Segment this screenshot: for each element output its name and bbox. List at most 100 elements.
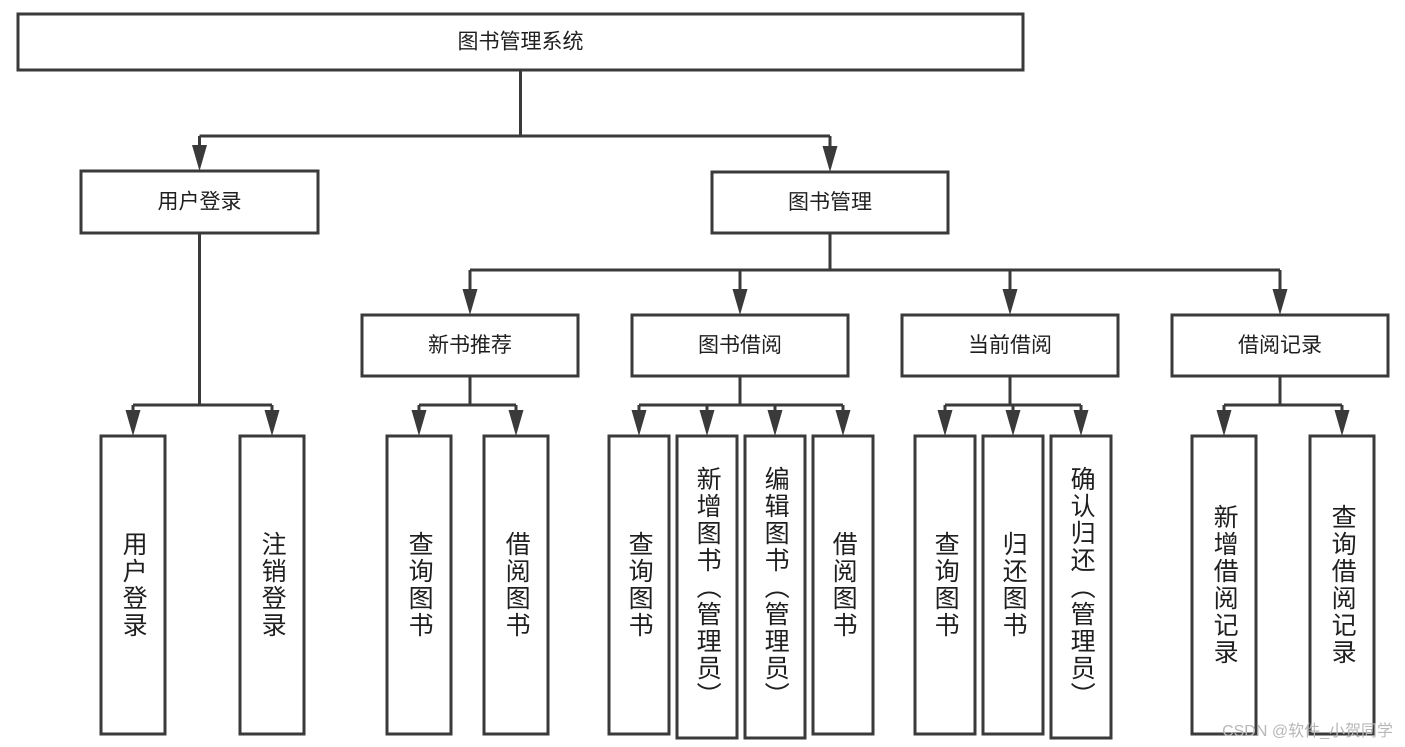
node-box[interactable] [1190,434,1258,736]
arrow-head-icon [732,289,748,315]
node-label: 查询图书 [625,531,654,639]
node-label-wrapper: 查询图书 [405,531,434,639]
arrow-head-icon [1334,410,1350,436]
node-box[interactable] [482,434,550,736]
node-box[interactable] [16,12,1025,72]
node-root[interactable]: 图书管理系统 [16,12,1025,72]
connector-layer [125,70,1350,436]
node-l-bw-query[interactable]: 查询图书 [607,434,671,736]
arrow-head-icon [508,410,524,436]
node-l-bw-borrow[interactable]: 借阅图书 [811,434,875,736]
node-l-cb-confirm[interactable]: 确认归还（管理员） [1049,434,1113,740]
arrow-head-icon [192,145,207,171]
node-box[interactable] [981,434,1045,736]
node-label-wrapper: 查询图书 [931,531,960,639]
connector-group-root [192,70,838,172]
node-box[interactable] [385,434,453,736]
connector-group-n-record [1216,376,1350,436]
connector-group-n-borrow [631,376,851,436]
node-label: 新增借阅记录 [1210,504,1239,666]
node-label-wrapper: 用户登录 [119,531,148,639]
node-label: 查询图书 [405,531,434,639]
arrow-head-icon [631,410,647,436]
node-l-bw-add[interactable]: 新增图书（管理员） [675,434,739,740]
node-label: 确认归还（管理员） [1067,465,1096,709]
node-l-cb-return[interactable]: 归还图书 [981,434,1045,736]
node-box[interactable] [913,434,977,736]
arrow-head-icon [462,289,478,315]
node-n-login[interactable]: 用户登录 [79,169,320,235]
node-n-borrow[interactable]: 图书借阅 [630,313,850,378]
node-l-logout[interactable]: 注销登录 [238,434,306,736]
arrow-head-icon [699,410,715,436]
node-label: 图书管理 [788,191,872,214]
arrow-head-icon [1002,289,1018,315]
node-label-wrapper: 查询图书 [625,531,654,639]
node-box[interactable] [675,434,739,740]
node-n-current[interactable]: 当前借阅 [900,313,1120,378]
node-label: 借阅图书 [502,531,531,639]
arrow-head-icon [1216,410,1232,436]
node-label: 借阅图书 [829,531,858,639]
arrow-head-icon [125,410,141,436]
node-l-rc-add[interactable]: 新增借阅记录 [1190,434,1258,736]
node-label-wrapper: 归还图书 [999,531,1028,639]
arrow-head-icon [822,146,838,172]
connector-group-n-newbook [411,376,524,436]
node-box[interactable] [710,170,950,235]
node-l-userlogin[interactable]: 用户登录 [99,434,167,736]
node-label-wrapper: 借阅图书 [502,531,531,639]
node-label: 查询图书 [931,531,960,639]
node-box[interactable] [238,434,306,736]
node-label-wrapper: 借阅图书 [829,531,858,639]
node-box[interactable] [79,169,320,235]
node-box[interactable] [1308,434,1376,736]
node-label-wrapper: 新增借阅记录 [1210,504,1239,666]
connector-group-n-current [937,376,1089,436]
node-l-cb-query[interactable]: 查询图书 [913,434,977,736]
arrow-head-icon [411,410,427,436]
arrow-head-icon [937,410,953,436]
node-label: 新增图书（管理员） [693,465,722,709]
node-label: 新书推荐 [428,334,512,357]
node-label: 图书管理系统 [458,31,584,54]
node-label: 当前借阅 [968,334,1052,357]
node-label-wrapper: 确认归还（管理员） [1067,465,1096,709]
node-n-newbook[interactable]: 新书推荐 [360,313,580,378]
node-label: 图书借阅 [698,334,782,357]
node-label-wrapper: 查询借阅记录 [1328,504,1356,666]
node-l-rc-query[interactable]: 查询借阅记录 [1308,434,1376,736]
arrow-head-icon [1272,289,1288,315]
node-label: 注销登录 [258,531,287,639]
arrow-head-icon [264,410,280,436]
node-box[interactable] [811,434,875,736]
node-box[interactable] [1049,434,1113,740]
node-box[interactable] [1170,313,1390,378]
arrow-head-icon [1005,410,1021,436]
node-label-wrapper: 编辑图书（管理员） [761,465,790,709]
node-label: 用户登录 [119,531,148,639]
arrow-head-icon [835,410,851,436]
node-l-nb-query[interactable]: 查询图书 [385,434,453,736]
connector-group-n-bookmgmt [462,233,1288,315]
node-label: 借阅记录 [1238,334,1322,357]
node-label: 编辑图书（管理员） [761,465,790,709]
node-box[interactable] [743,434,807,740]
node-box[interactable] [607,434,671,736]
node-box[interactable] [630,313,850,378]
node-layer: 图书管理系统用户登录图书管理新书推荐图书借阅当前借阅借阅记录用户登录注销登录查询… [16,12,1390,740]
node-label: 用户登录 [158,191,242,214]
node-l-nb-borrow[interactable]: 借阅图书 [482,434,550,736]
node-box[interactable] [360,313,580,378]
arrow-head-icon [1073,410,1089,436]
node-n-bookmgmt[interactable]: 图书管理 [710,170,950,235]
node-label-wrapper: 注销登录 [258,531,287,639]
node-box[interactable] [99,434,167,736]
node-box[interactable] [900,313,1120,378]
node-l-bw-edit[interactable]: 编辑图书（管理员） [743,434,807,740]
arrow-head-icon [767,410,783,436]
node-label: 归还图书 [999,531,1028,639]
node-n-record[interactable]: 借阅记录 [1170,313,1390,378]
